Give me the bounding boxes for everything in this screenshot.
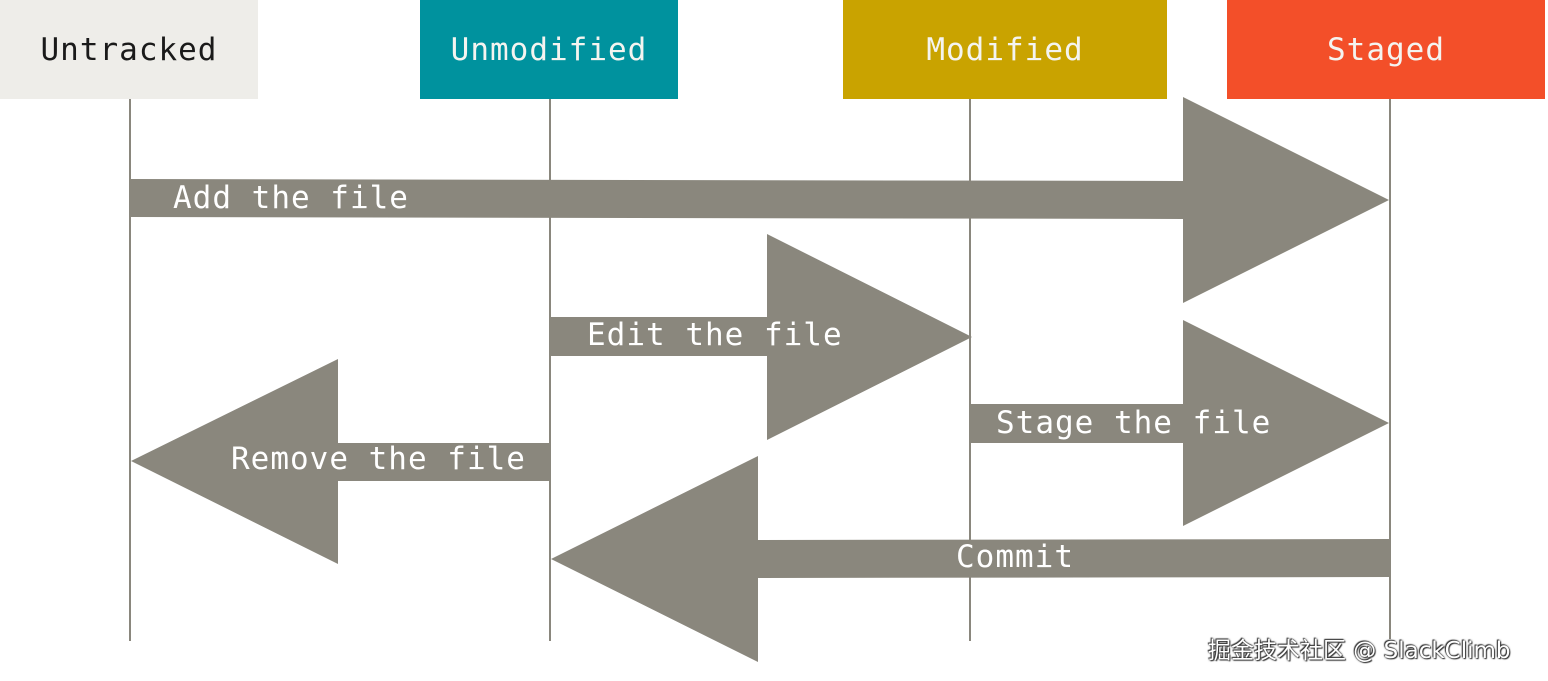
untracked-state-box: Untracked xyxy=(0,0,258,99)
commit-arrow xyxy=(551,456,1391,662)
modified-lifeline xyxy=(969,99,971,641)
staged-state-label: Staged xyxy=(1327,31,1445,68)
remove-file-arrow xyxy=(131,359,549,564)
commit-label: Commit xyxy=(956,539,1074,575)
staged-state-box: Staged xyxy=(1227,0,1545,99)
edit-file-label: Edit the file xyxy=(587,317,843,353)
add-file-label: Add the file xyxy=(173,180,409,216)
add-file-arrow xyxy=(131,97,1389,303)
unmodified-state-box: Unmodified xyxy=(420,0,678,99)
modified-state-box: Modified xyxy=(843,0,1167,99)
untracked-lifeline xyxy=(129,99,131,641)
untracked-state-label: Untracked xyxy=(40,31,218,68)
unmodified-lifeline xyxy=(549,99,551,641)
stage-file-arrow xyxy=(971,320,1389,526)
remove-file-label: Remove the file xyxy=(231,441,526,477)
unmodified-state-label: Unmodified xyxy=(450,31,648,68)
staged-lifeline xyxy=(1389,99,1391,639)
watermark: 掘金技术社区 @ SlackClimb xyxy=(1208,638,1511,664)
modified-state-label: Modified xyxy=(926,31,1084,68)
stage-file-label: Stage the file xyxy=(996,405,1272,441)
edit-file-arrow xyxy=(551,234,972,440)
